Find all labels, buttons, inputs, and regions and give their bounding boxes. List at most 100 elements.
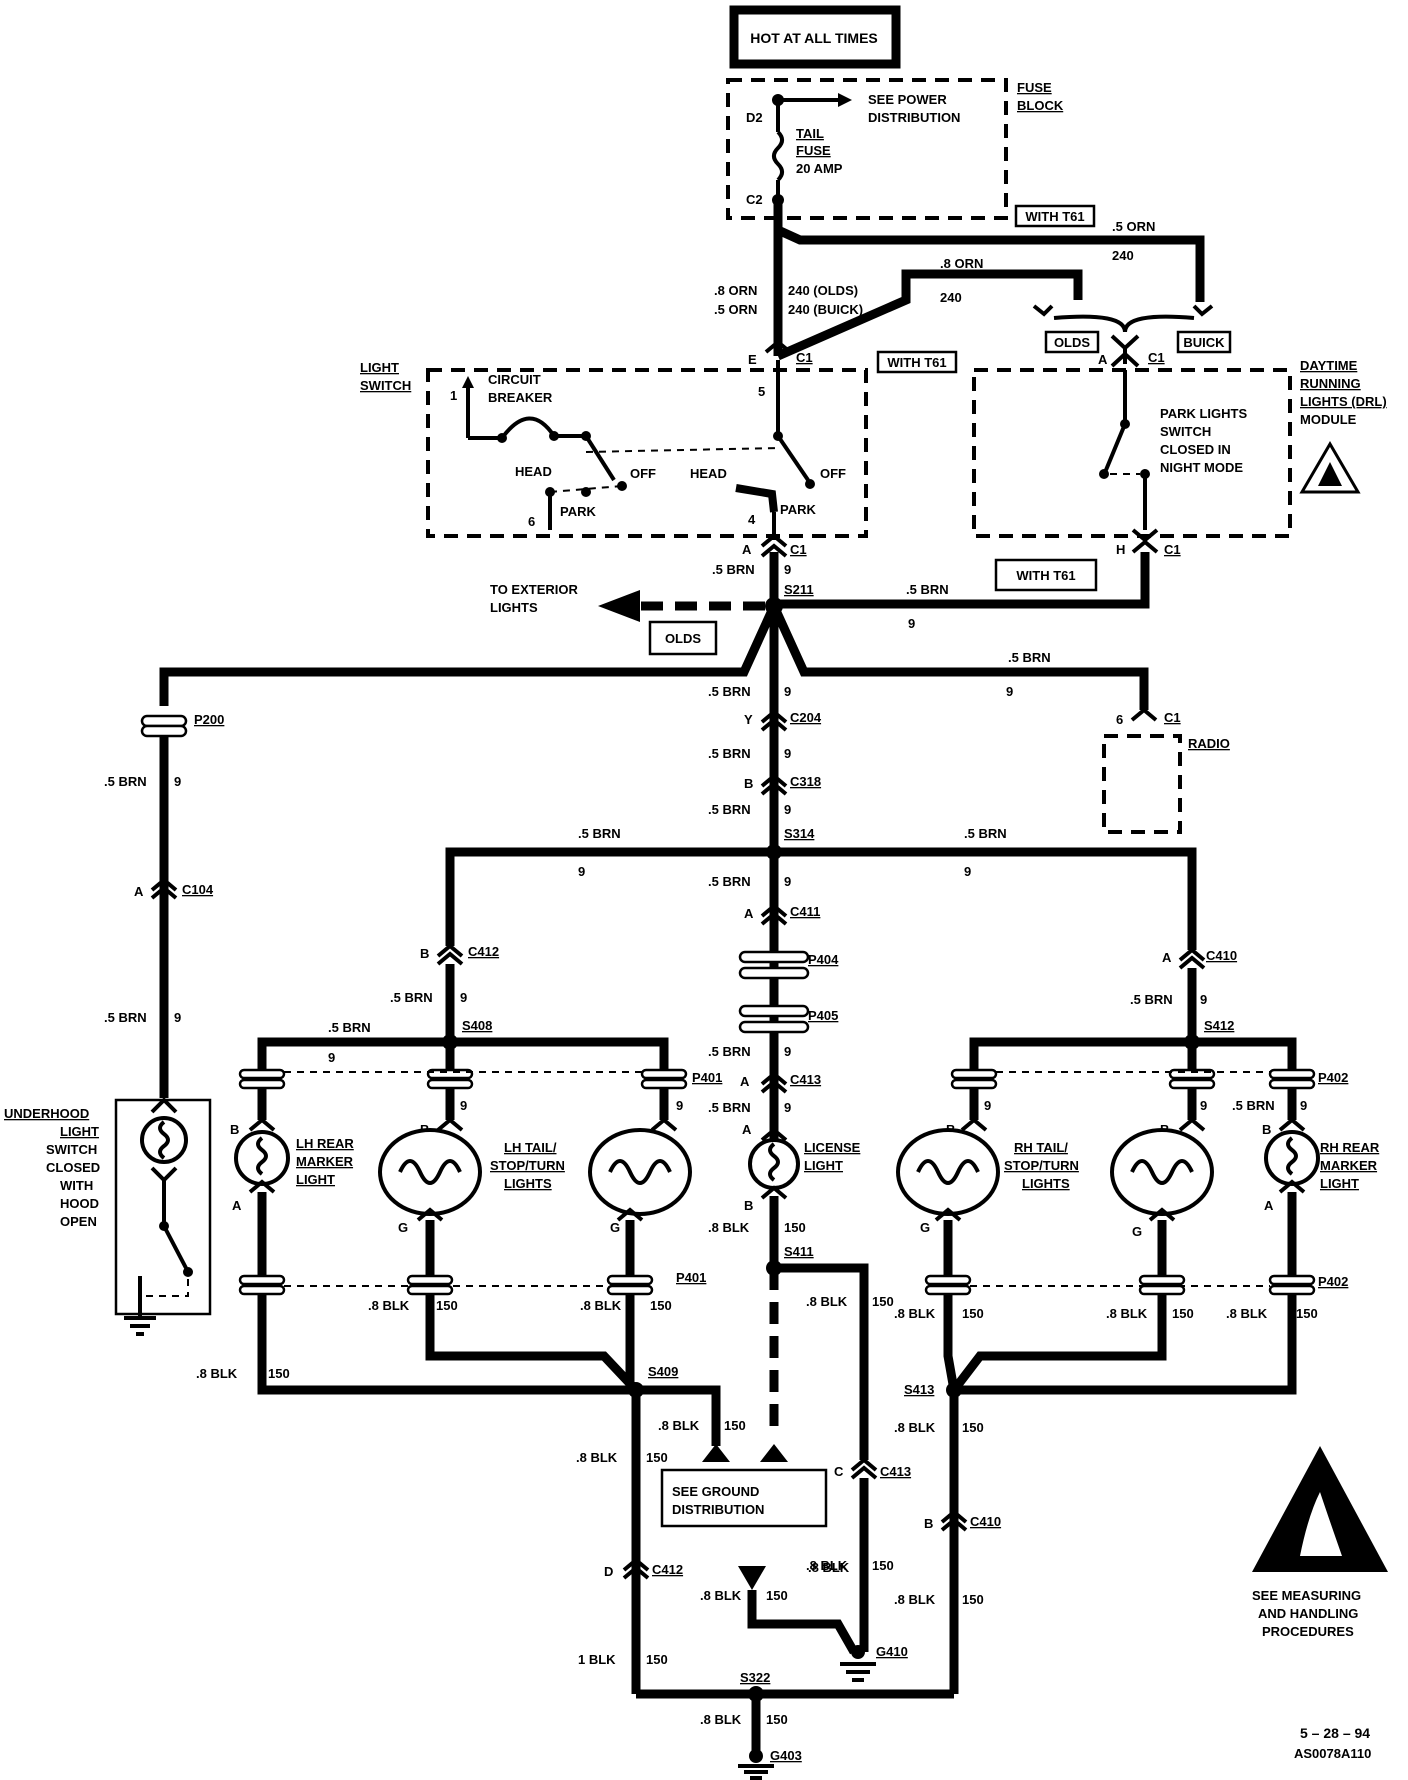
to-exterior-2: LIGHTS bbox=[490, 600, 538, 615]
c410-pin-b: B bbox=[924, 1516, 933, 1531]
lh-rear-p401-grommet-2 bbox=[238, 1078, 286, 1090]
p401-label-bottom: P401 bbox=[676, 1270, 706, 1285]
fuse-label-3: 20 AMP bbox=[796, 161, 843, 176]
olds-label-1: OLDS bbox=[1054, 335, 1090, 350]
wire-240-buick: 240 (BUICK) bbox=[788, 302, 863, 317]
olds-tag-1 bbox=[1044, 330, 1100, 354]
rh-tail2-ground-run bbox=[950, 1294, 1167, 1393]
ground-distribution-arrow-2 bbox=[760, 1444, 788, 1462]
underhood-lamp-icon bbox=[140, 1116, 188, 1164]
wire-brn-c413: .5 BRN bbox=[708, 1044, 751, 1059]
wire-150-g403: 150 bbox=[766, 1712, 788, 1727]
wire-150-rh-rear: 150 bbox=[1296, 1306, 1318, 1321]
off-contact-left bbox=[617, 481, 627, 491]
radio-branch-wire bbox=[769, 604, 1149, 710]
wire-brn-s314-right: .5 BRN bbox=[964, 826, 1007, 841]
drl-out-contact bbox=[1140, 469, 1150, 479]
wire-9-s408: 9 bbox=[328, 1050, 335, 1065]
park-switch-blade bbox=[776, 434, 810, 482]
with-t61-tag-1 bbox=[1014, 204, 1096, 228]
rh-rear-pin-b: B bbox=[1262, 1122, 1271, 1137]
p405-grommet bbox=[738, 1004, 810, 1018]
fuse-block-label-1: FUSE bbox=[1017, 80, 1052, 95]
wire-9-license: 9 bbox=[784, 1100, 791, 1115]
wire-orn5-top: .5 ORN bbox=[1112, 219, 1155, 234]
wire-9-rh-tail1: 9 bbox=[984, 1098, 991, 1113]
wire-9-rh-rear: 9 bbox=[1300, 1098, 1307, 1113]
g410-olds-wire bbox=[747, 1590, 858, 1655]
lh-rear-label-3: LIGHT bbox=[296, 1172, 335, 1187]
orn-olds-wire bbox=[776, 269, 1083, 361]
license-pin-b: B bbox=[744, 1198, 753, 1213]
rh-tail-label-1: RH TAIL/ bbox=[1014, 1140, 1068, 1155]
radio-pin-6: 6 bbox=[1116, 712, 1123, 727]
drl-c1-bottom: C1 bbox=[1164, 542, 1181, 557]
park-contact-left bbox=[581, 487, 591, 497]
s413-label: S413 bbox=[904, 1382, 934, 1397]
g403-terminal bbox=[749, 1749, 763, 1763]
switch-pin-1: 1 bbox=[450, 388, 457, 403]
c413-label-top: C413 bbox=[790, 1072, 821, 1087]
buick-label: BUICK bbox=[1183, 335, 1225, 350]
wire-9-s211: 9 bbox=[784, 562, 791, 577]
wire-blk-g403: .8 BLK bbox=[700, 1712, 742, 1727]
drl-label-3: LIGHTS (DRL) bbox=[1300, 394, 1387, 409]
c413-label-bottom: C413 bbox=[880, 1464, 911, 1479]
p402-label-bottom: P402 bbox=[1318, 1274, 1348, 1289]
wire-brn-p200: .5 BRN bbox=[104, 774, 147, 789]
c411-label: C411 bbox=[790, 904, 820, 919]
cb-arrow bbox=[462, 376, 474, 388]
with-t61-tag-2 bbox=[876, 350, 958, 374]
with-t61-1: WITH T61 bbox=[1025, 209, 1084, 224]
c412-pin-b: B bbox=[420, 946, 429, 961]
radio-box bbox=[1102, 734, 1182, 834]
drl-label-1: DAYTIME bbox=[1300, 358, 1358, 373]
license-pin-a: A bbox=[742, 1122, 752, 1137]
wire-150-lh-tail2: 150 bbox=[650, 1298, 672, 1313]
rh-tail-lamp-2-icon bbox=[1110, 1128, 1214, 1216]
wire-150-lh-rear: 150 bbox=[268, 1366, 290, 1381]
lh-rear-filament bbox=[256, 1136, 268, 1176]
wire-150-g410: 150 bbox=[766, 1588, 788, 1603]
wire-9-c413: 9 bbox=[784, 1044, 791, 1059]
head-label-left: HEAD bbox=[515, 464, 552, 479]
c413-pin-a: A bbox=[740, 1074, 750, 1089]
g403-label: G403 bbox=[770, 1748, 802, 1763]
c410-label-bottom: C410 bbox=[970, 1514, 1001, 1529]
light-switch-label-1: LIGHT bbox=[360, 360, 399, 375]
see-ground-box bbox=[660, 1468, 828, 1528]
c412-bottom-connector bbox=[622, 1557, 650, 1580]
underhood-label-3: SWITCH bbox=[46, 1142, 97, 1157]
wire-brn-s314: .5 BRN bbox=[708, 802, 751, 817]
wire-blk-s411: .8 BLK bbox=[806, 1294, 848, 1309]
rh-tail1-p402-grommet bbox=[950, 1068, 998, 1080]
s412-label: S412 bbox=[1204, 1018, 1234, 1033]
rh-tail2-pin-b-connector bbox=[1178, 1117, 1206, 1132]
rh-tail1-p402-low-grommet-2 bbox=[924, 1284, 972, 1296]
wire-9-c410: 9 bbox=[1200, 992, 1207, 1007]
underhood-label-1: UNDERHOOD bbox=[4, 1106, 89, 1121]
drl-note-4: NIGHT MODE bbox=[1160, 460, 1243, 475]
lh-tail-label-1: LH TAIL/ bbox=[504, 1140, 557, 1155]
c318-pin-b: B bbox=[744, 776, 753, 791]
radio-label: RADIO bbox=[1188, 736, 1230, 751]
rh-rear-pin-a-connector bbox=[1278, 1179, 1306, 1194]
wire-150-c413: 150 bbox=[872, 1558, 894, 1573]
c412-top-connector bbox=[436, 943, 464, 966]
rh-rear-pin-a: A bbox=[1264, 1198, 1274, 1213]
c204-pin-y: Y bbox=[744, 712, 753, 727]
underhood-label-6: HOOD bbox=[60, 1196, 99, 1211]
head-park-contact bbox=[735, 484, 778, 513]
park-label-left: PARK bbox=[560, 504, 596, 519]
license-filament bbox=[768, 1142, 780, 1182]
c318-connector bbox=[760, 773, 788, 796]
fuse-element-icon bbox=[772, 130, 784, 182]
off-label-left: OFF bbox=[630, 466, 656, 481]
rh-tail-label-3: LIGHTS bbox=[1022, 1176, 1070, 1191]
s411-to-c413-wire bbox=[774, 1263, 869, 1460]
wire-9-radio: 9 bbox=[1006, 684, 1013, 699]
drl-pin-a: A bbox=[1098, 352, 1108, 367]
wire-blk-rh-tail2: .8 BLK bbox=[1106, 1306, 1148, 1321]
wire-blk-lh-tail1: .8 BLK bbox=[368, 1298, 410, 1313]
